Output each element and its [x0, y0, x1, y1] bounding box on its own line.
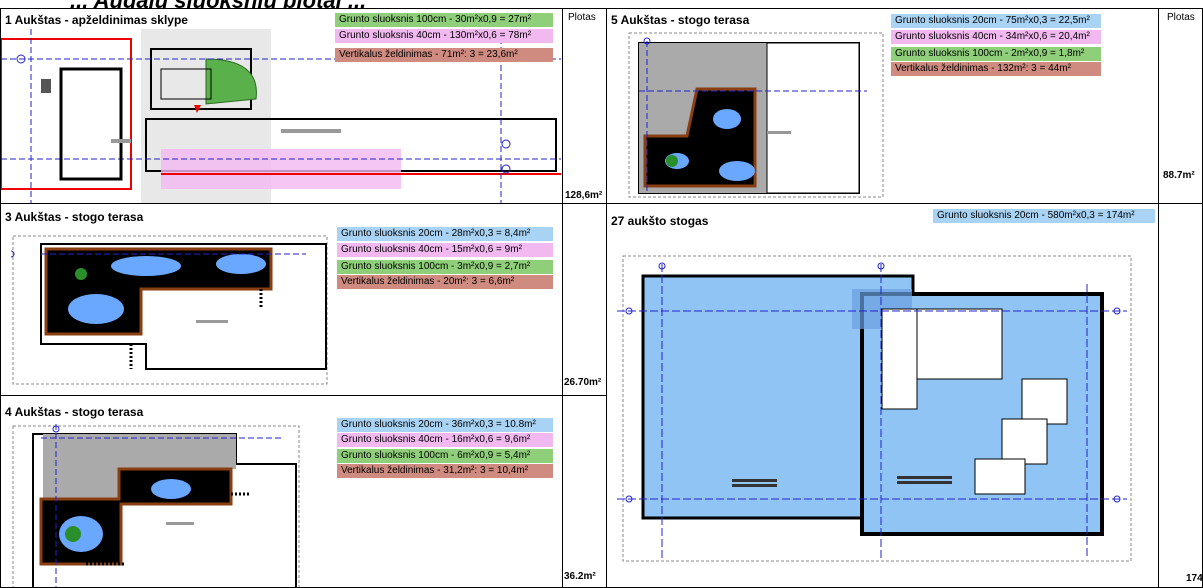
panel-floor-5: 5 Aukštas - stogo terasa Grunto sluoksni… — [606, 8, 1159, 204]
legend-soil-40: Grunto sluoksnis 40cm - 34m²x0,6 = 20,4m… — [891, 30, 1101, 44]
legend-soil-20: Grunto sluoksnis 20cm - 580m²x0,3 = 174m… — [933, 209, 1155, 223]
legend-soil-100: Grunto sluoksnis 100cm - 3m²x0,9 = 2,7m² — [337, 260, 553, 274]
panel-floor-1: 1 Aukštas - apželdinimas sklype Grunto s… — [0, 8, 563, 204]
area-column-5: Plotas 88.7m² — [1158, 8, 1203, 204]
terrace-plan-3 — [11, 235, 328, 385]
legend-soil-20: Grunto sluoksnis 20cm - 75m²x0,3 = 22,5m… — [891, 14, 1101, 28]
terrace-plan-5 — [628, 32, 884, 198]
area-value: 88.7m² — [1163, 170, 1195, 181]
roof-plan-27 — [617, 255, 1132, 562]
terrace-plan-4 — [12, 424, 300, 587]
area-column-1: Plotas 128,6m² — [562, 8, 607, 204]
legend-soil-100: Grunto sluoksnis 100cm - 2m²x0,9 = 1,8m² — [891, 47, 1101, 61]
panel-title: 1 Aukštas - apželdinimas sklype — [5, 13, 188, 27]
legend-vertical: Vertikalus želdinimas - 132m²: 3 = 44m² — [891, 62, 1101, 76]
area-column-4: 36.2m² — [562, 395, 607, 588]
legend-vertical: Vertikalus želdinimas - 20m²: 3 = 6,6m² — [337, 275, 553, 289]
panel-title: 5 Aukštas - stogo terasa — [611, 13, 750, 27]
panel-title: 3 Aukštas - stogo terasa — [5, 210, 144, 224]
area-value: 26.70m² — [564, 377, 602, 388]
panel-title: 4 Aukštas - stogo terasa — [5, 405, 144, 419]
panel-floor-3: 3 Aukštas - stogo terasa Grunto sluoksni… — [0, 203, 563, 396]
legend-vertical: Vertikalus želdinimas - 71m²: 3 = 23,6m² — [335, 48, 553, 62]
document-title: ... Augalų sluoksnių plotai ... — [70, 0, 366, 8]
panel-roof-27: 27 aukšto stogas Grunto sluoksnis 20cm -… — [606, 203, 1159, 588]
legend-soil-20: Grunto sluoksnis 20cm - 28m²x0,3 = 8,4m² — [337, 227, 553, 241]
legend-soil-40: Grunto sluoksnis 40cm - 15m²x0,6 = 9m² — [337, 243, 553, 257]
legend-soil-100: Grunto sluoksnis 100cm - 30m²x0,9 = 27m² — [335, 13, 553, 27]
column-header: Plotas — [568, 12, 596, 23]
document-title-banner: ... Augalų sluoksnių plotai ... — [0, 0, 1203, 8]
legend-soil-20: Grunto sluoksnis 20cm - 36m²x0,3 = 10.8m… — [337, 418, 553, 432]
legend-vertical: Vertikalus želdinimas - 31,2m²: 3 = 10,4… — [337, 464, 553, 478]
panel-floor-4: 4 Aukštas - stogo terasa Grunto sluoksni… — [0, 395, 563, 588]
column-header: Plotas — [1167, 12, 1195, 23]
area-value: 174m² — [1186, 573, 1203, 584]
legend-soil-40: Grunto sluoksnis 40cm - 130m²x0,6 = 78m² — [335, 29, 553, 43]
area-column-3: 26.70m² — [562, 203, 607, 396]
panel-title: 27 aukšto stogas — [611, 214, 709, 228]
area-value: 36.2m² — [564, 571, 596, 582]
area-value: 128,6m² — [565, 190, 603, 201]
legend-soil-40: Grunto sluoksnis 40cm - 16m²x0,6 = 9,6m² — [337, 433, 553, 447]
legend-soil-100: Grunto sluoksnis 100cm - 6m²x0,9 = 5,4m² — [337, 449, 553, 463]
area-column-27: 174m² — [1158, 203, 1203, 588]
